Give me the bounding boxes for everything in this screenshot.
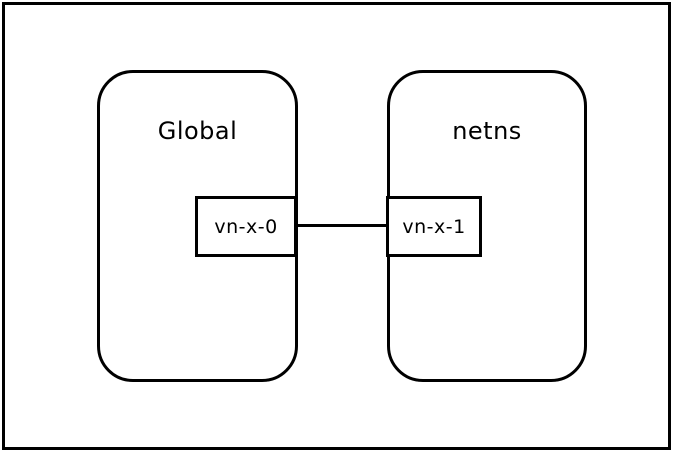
interface-vn-x-0-label: vn-x-0: [214, 215, 278, 238]
veth-link-line: [293, 224, 389, 227]
namespace-netns-label: netns: [452, 117, 522, 145]
namespace-global-label: Global: [157, 117, 238, 145]
interface-box-vn-x-0: vn-x-0: [195, 196, 297, 257]
interface-box-vn-x-1: vn-x-1: [386, 196, 482, 257]
interface-vn-x-1-label: vn-x-1: [402, 215, 466, 238]
